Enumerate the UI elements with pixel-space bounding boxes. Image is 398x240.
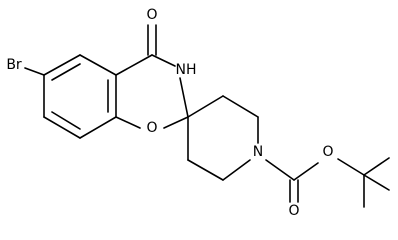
bond	[363, 174, 390, 191]
bond	[222, 159, 251, 181]
bond-br	[24, 67, 45, 76]
piperidine-ring	[187, 95, 259, 181]
bond	[337, 158, 365, 176]
atom-label-o: O	[322, 144, 333, 160]
bond	[222, 95, 259, 118]
bond	[79, 54, 117, 76]
boc-group	[265, 157, 390, 208]
bond	[265, 159, 295, 181]
atom-label-n: N	[253, 144, 263, 160]
bond	[43, 116, 81, 139]
oxazinone-ring	[115, 54, 189, 129]
double-bond-inner	[51, 111, 81, 130]
bond	[187, 95, 224, 118]
atom-label-br: Br	[6, 57, 22, 73]
bond	[187, 159, 224, 181]
atom-label-o: O	[288, 203, 299, 218]
atom-label-nh: NH	[176, 62, 197, 78]
bond	[293, 162, 319, 181]
bond	[115, 54, 153, 76]
molecule-structure: Br O NH O N O O	[6, 7, 390, 218]
benzene-ring	[43, 54, 117, 139]
atom-label-o: O	[146, 7, 157, 23]
bond	[79, 116, 117, 139]
bond	[151, 54, 176, 67]
bond	[163, 116, 189, 129]
atom-label-o: O	[146, 120, 157, 136]
bond	[43, 54, 81, 76]
bond	[363, 157, 390, 176]
bond	[179, 77, 189, 118]
bond	[115, 116, 141, 129]
double-bond-inner	[51, 63, 81, 81]
